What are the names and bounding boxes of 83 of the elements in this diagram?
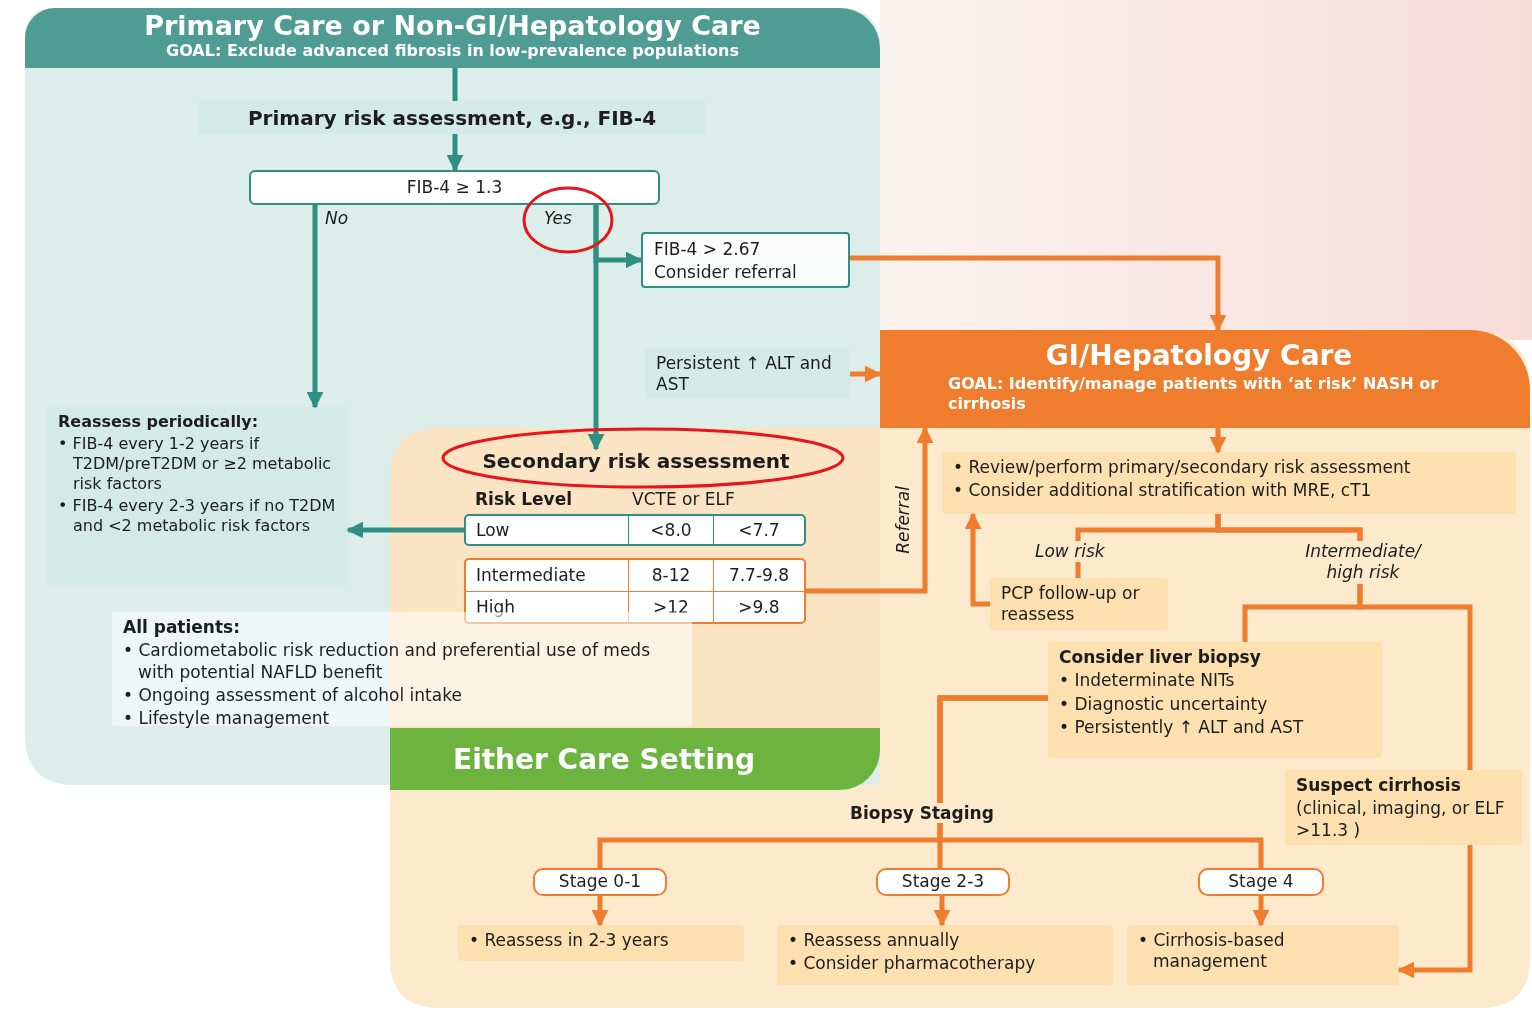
arrow [850,365,882,383]
table-cell: 8-12 [628,560,713,591]
column-header: VCTE or ELF [632,489,735,509]
bullet-item: • Ongoing assessment of alcohol intake [123,684,463,706]
arrow [306,205,324,409]
panel-title: GI/Hepatology Care [1044,338,1354,374]
arrow [593,205,643,269]
edge-label: No [325,208,349,230]
box-text: (clinical, imaging, or ELF >11.3 ) [1296,798,1506,841]
arrow [806,426,934,594]
edge-label: Yes [544,208,572,230]
bullet-item: • Reassess in 2-3 years [469,930,670,952]
box-text: Stage 0-1 [558,871,642,893]
header-band [390,728,880,790]
arrow [964,512,990,607]
process-box [198,101,706,134]
arrow [850,255,1227,332]
table-row-box [464,514,806,546]
bullet-item: • Consider pharmacotherapy [788,953,1037,975]
arrow [933,896,951,927]
table-cell: 7.7-9.8 [713,560,804,591]
stage-box [876,868,1010,896]
panel-subtitle: GOAL: Exclude advanced fibrosis in low-prevalence populations [165,41,740,62]
arrow [446,134,464,172]
process-box [990,578,1168,630]
bullet-item: • FIB-4 every 1-2 years if T2DM/preT2DM or ≥2 metabolic risk factors [58,434,333,494]
table-cell: >9.8 [713,591,804,622]
connector-line [1215,514,1473,770]
decision-box [249,170,660,205]
process-box [1048,642,1382,758]
bullet-item: • Cirrhosis-based management [1138,930,1286,973]
header-band [25,8,880,68]
process-box [777,925,1113,985]
connector-line [452,68,458,101]
box-text: PCP follow-up or reassess [1001,583,1141,626]
bullet-item: • Cardiometabolic risk reduction and preferential use of meds with potential NAFLD benefit [123,640,652,683]
edge-label: Referral [893,486,914,554]
process-box [645,348,850,398]
section-heading: Risk Level [475,489,573,509]
section-heading: Secondary risk assessment [455,449,817,477]
bullet-item: • Indeterminate NITs [1059,670,1236,692]
box-text: Persistent ↑ ALT and AST [656,353,833,396]
box-heading: Consider liver biopsy [1059,647,1262,669]
box-text: Primary risk assessment, e.g., FIB-4 [247,105,657,130]
table-cell: <8.0 [628,516,713,544]
bullet-item: • Diagnostic uncertainty [1059,693,1269,715]
process-box [641,232,850,288]
arrow [1252,896,1270,927]
table-row-box [464,558,806,624]
header-band [880,330,1530,428]
process-box [942,452,1516,514]
box-text: Stage 4 [1228,871,1294,893]
arrow [1209,428,1227,454]
stage-box [533,868,667,896]
panel-title: Primary Care or Non-GI/Hepatology Care [143,11,762,42]
table-cell-text: Low [475,518,511,542]
bullet-item: • Consider additional stratification with MRE, cT1 [953,480,1373,502]
arrow [1397,845,1473,979]
process-box [47,407,348,585]
box-text: Consider referral [654,262,798,284]
table-cell-text: Intermediate [475,564,587,587]
process-box [458,925,744,961]
stage-box [1198,868,1324,896]
box-heading: Suspect cirrhosis [1296,775,1462,797]
panel-title: Either Care Setting [453,742,756,776]
bullet-item: • Review/perform primary/secondary risk assessment [953,457,1412,479]
arrow [591,896,609,927]
connector-line [937,695,1264,868]
table-cell: <7.7 [713,516,804,544]
box-text: Stage 2-3 [901,871,985,893]
edge-label: Low risk [1032,541,1108,563]
process-box [1127,925,1399,985]
bullet-item: • Reassess annually [788,930,961,952]
bullet-item: • Persistently ↑ ALT and AST [1059,716,1305,738]
panel-subtitle: GOAL: Identify/manage patients with ‘at risk’ NASH or cirrhosis [948,374,1440,415]
bullet-item: • FIB-4 every 2-3 years if no T2DM and <2 metabolic risk factors [58,496,337,536]
box-heading: All patients: [123,617,241,639]
box-heading: Reassess periodically: [58,412,260,432]
process-box [1285,770,1522,845]
bullet-item: • Lifestyle management [123,708,331,730]
box-text: FIB-4 ≥ 1.3 [406,176,503,199]
arrow [346,521,464,539]
box-text: FIB-4 > 2.67 [654,239,762,261]
